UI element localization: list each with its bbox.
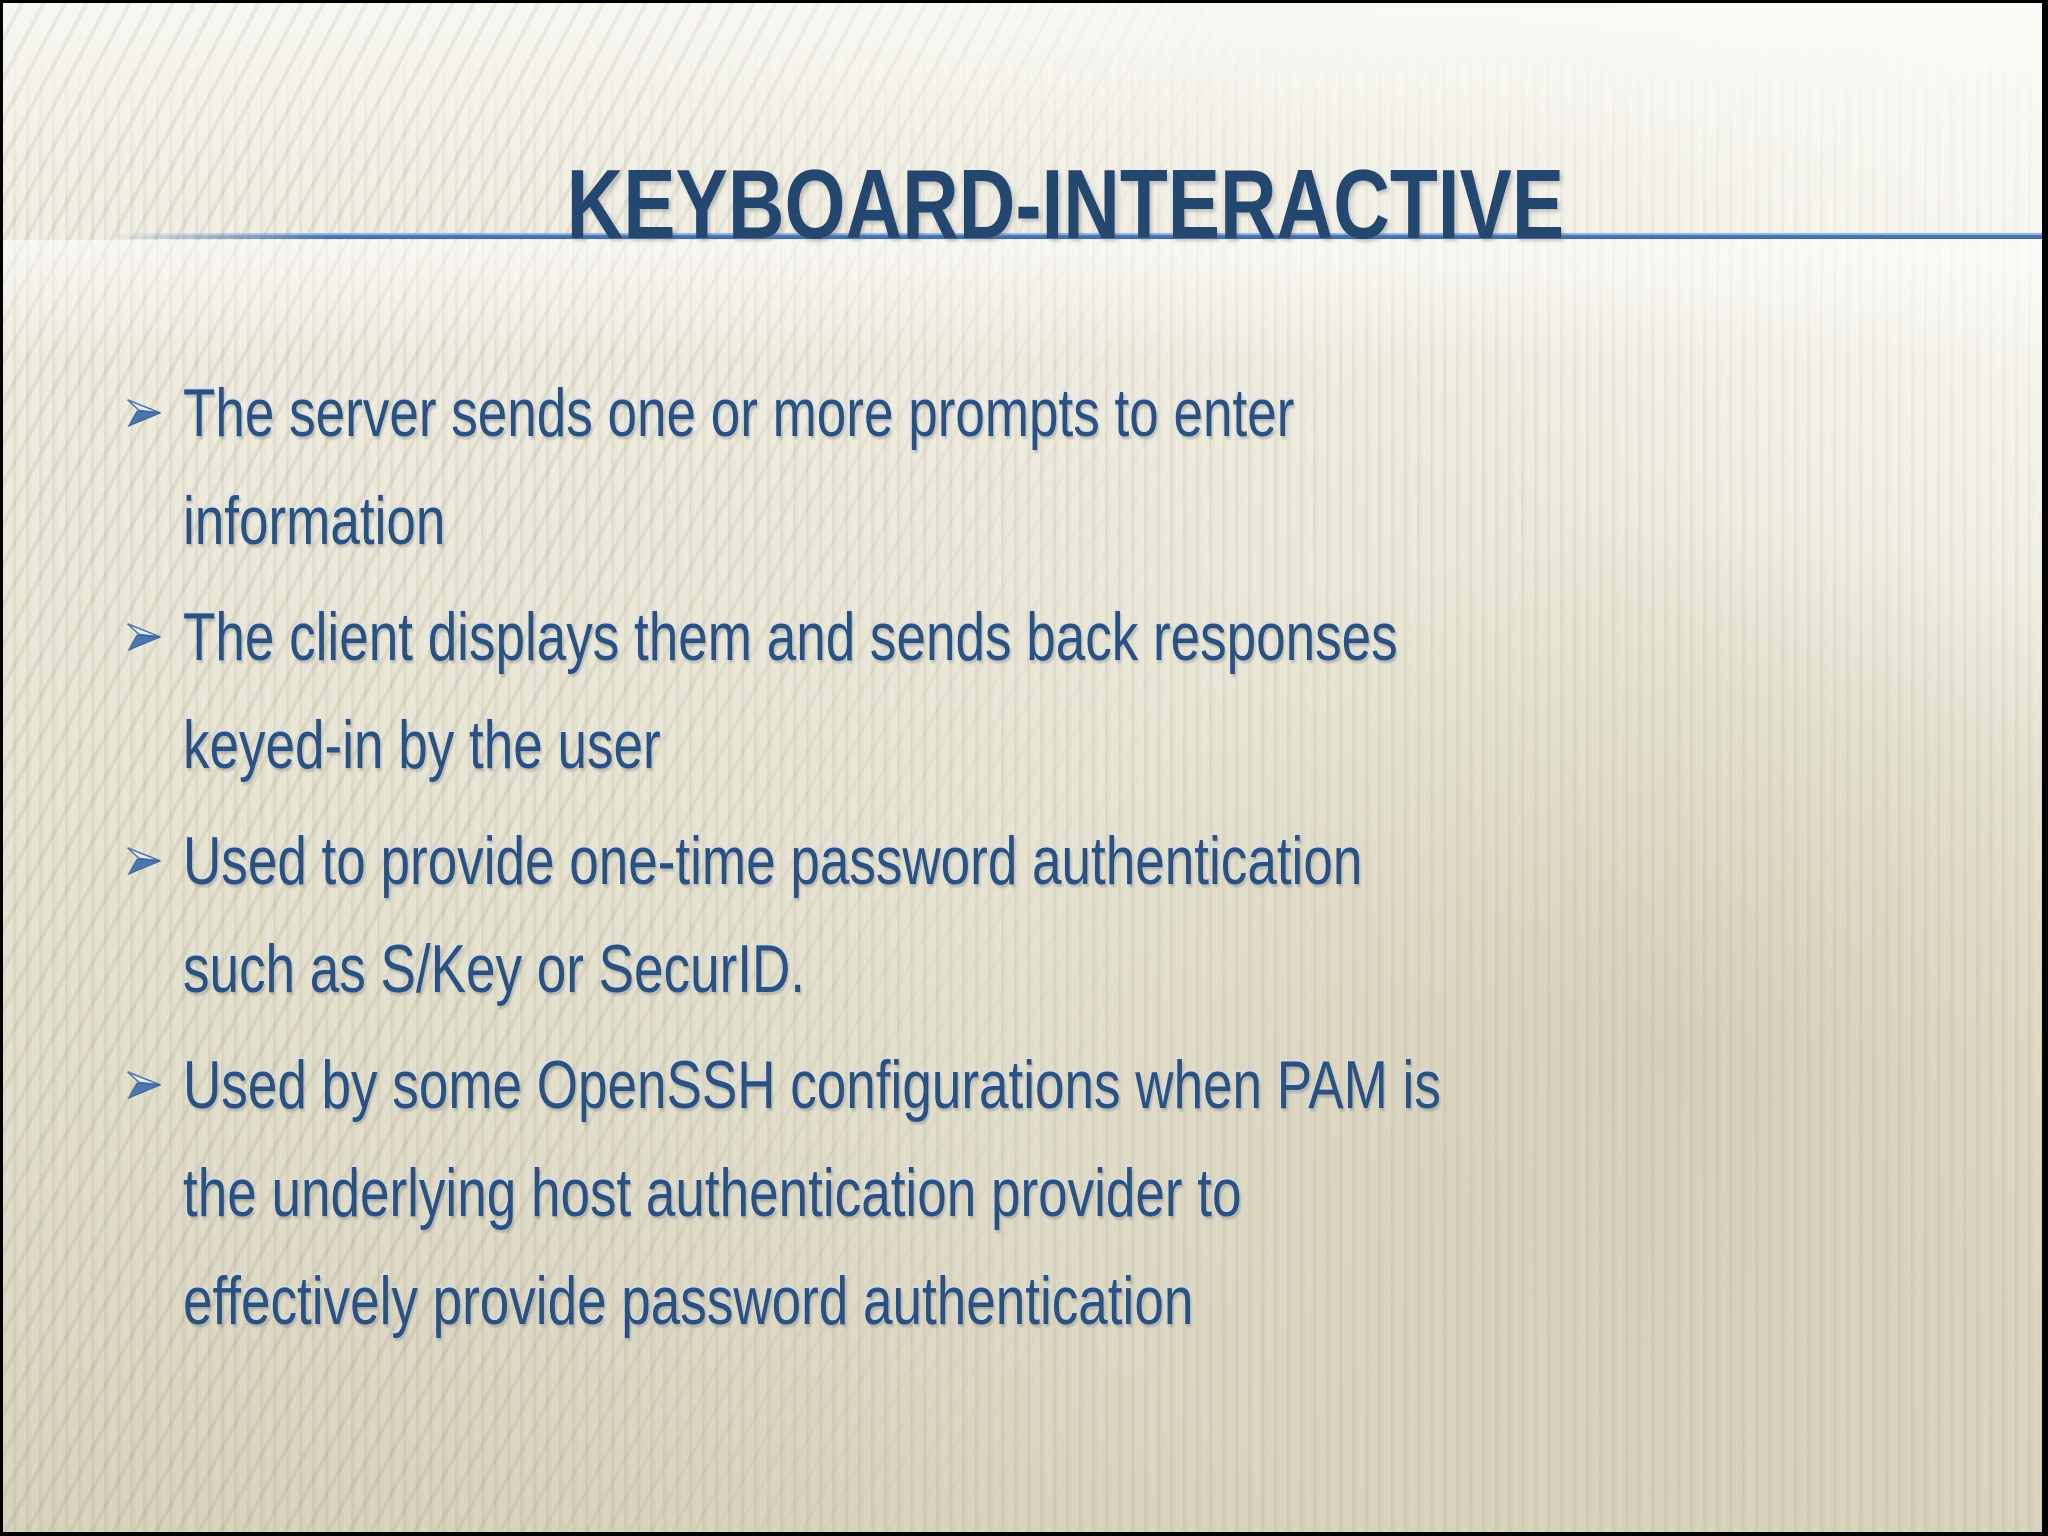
bullet-line: Used by some OpenSSH configurations when… (183, 1047, 1441, 1123)
bullet-line: the underlying host authentication provi… (183, 1155, 1242, 1231)
arrow-bullet-icon (127, 623, 161, 652)
bullet-item-2: The client displays them and sends back … (126, 583, 1926, 799)
bullet-text: Used by some OpenSSH configurations when… (183, 1031, 1543, 1355)
bullet-line: The client displays them and sends back … (183, 599, 1398, 675)
arrow-bullet-icon (127, 399, 161, 428)
slide-title-text: KEYBOARD-INTERACTIVE (566, 149, 1564, 259)
bullet-text: The server sends one or more prompts to … (183, 359, 1543, 575)
background-floor-sheen (0, 240, 2048, 360)
bullet-line: information (183, 483, 446, 559)
bullet-line: such as S/Key or SecurID. (183, 931, 806, 1007)
bullet-line: effectively provide password authenticat… (183, 1263, 1194, 1339)
bullet-line: Used to provide one-time password authen… (183, 823, 1363, 899)
bullet-item-3: Used to provide one-time password authen… (126, 807, 1926, 1023)
bullet-list: The server sends one or more prompts to … (126, 359, 1926, 1363)
bullet-text: Used to provide one-time password authen… (183, 807, 1543, 1023)
bullet-line: keyed-in by the user (183, 707, 661, 783)
slide-title: KEYBOARD-INTERACTIVE (0, 155, 2048, 253)
arrow-bullet-icon (127, 1071, 161, 1100)
bullet-item-4: Used by some OpenSSH configurations when… (126, 1031, 1926, 1355)
title-underline (0, 233, 2043, 239)
bullet-line: The server sends one or more prompts to … (183, 375, 1295, 451)
bullet-item-1: The server sends one or more prompts to … (126, 359, 1926, 575)
arrow-bullet-icon (127, 847, 161, 876)
bullet-text: The client displays them and sends back … (183, 583, 1543, 799)
